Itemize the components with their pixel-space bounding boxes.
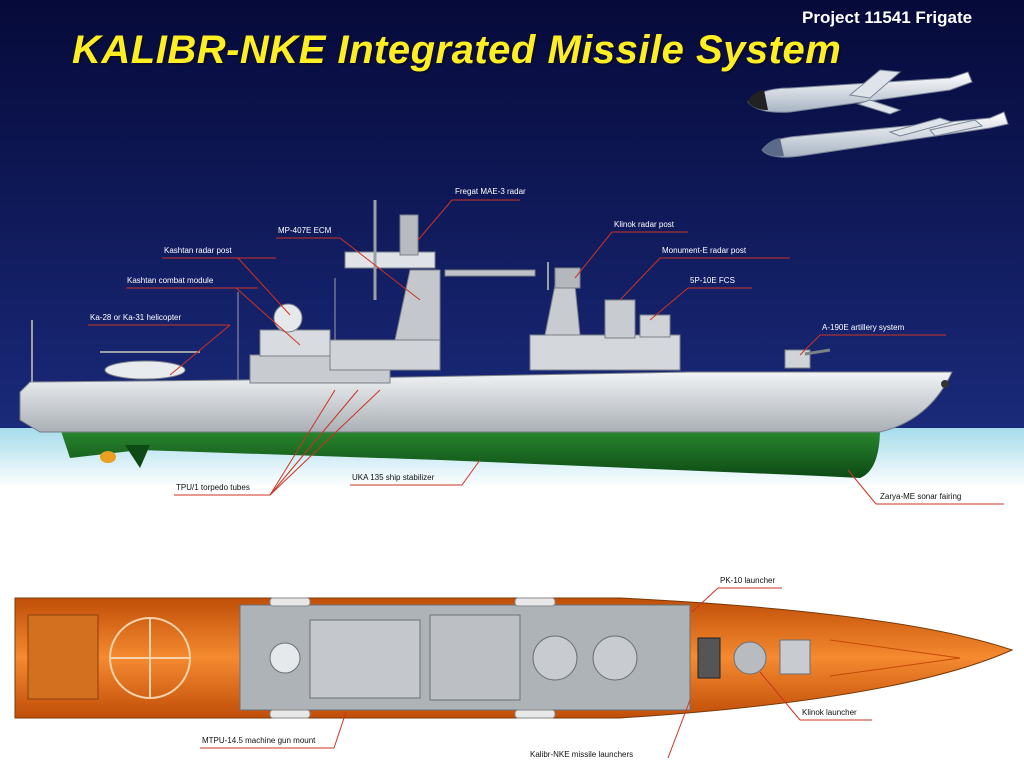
missile-illustration-2 — [761, 111, 1009, 158]
sky-background — [0, 0, 1024, 428]
ship-top-view — [14, 597, 1014, 719]
label-klinok-launcher: Klinok launcher — [802, 708, 857, 717]
label-helicopter: Ka-28 or Ka-31 helicopter — [90, 313, 182, 322]
ship-side-view — [19, 200, 953, 478]
label-pk10-launcher: PK-10 launcher — [720, 576, 776, 585]
label-kashtan-radar-post: Kashtan radar post — [164, 246, 232, 255]
missile-illustration-1 — [747, 69, 973, 115]
label-klinok-radar-post: Klinok radar post — [614, 220, 675, 229]
label-kashtan-combat-module: Kashtan combat module — [127, 276, 214, 285]
label-monument-radar-post: Monument-E radar post — [662, 246, 747, 255]
label-a190e-artillery: A-190E artillery system — [822, 323, 905, 332]
label-kalibr-launchers: Kalibr-NKE missile launchers — [530, 750, 634, 759]
label-mtpu-mount: MTPU-14.5 machine gun mount — [202, 736, 316, 745]
label-mp407e-ecm: MP-407E ECM — [278, 226, 332, 235]
label-torpedo-tubes: TPU/1 torpedo tubes — [176, 483, 250, 492]
label-fregat-radar: Fregat MAE-3 radar — [455, 187, 526, 196]
page-title: KALIBR-NKE Integrated Missile System — [72, 28, 842, 72]
label-sonar-fairing: Zarya-ME sonar fairing — [880, 492, 962, 501]
label-5p10e-fcs: 5P-10E FCS — [690, 276, 735, 285]
leader-lines — [88, 199, 1004, 758]
label-ship-stabilizer: UKA 135 ship stabilizer — [352, 473, 435, 482]
subtitle: Project 11541 Frigate — [802, 8, 973, 27]
